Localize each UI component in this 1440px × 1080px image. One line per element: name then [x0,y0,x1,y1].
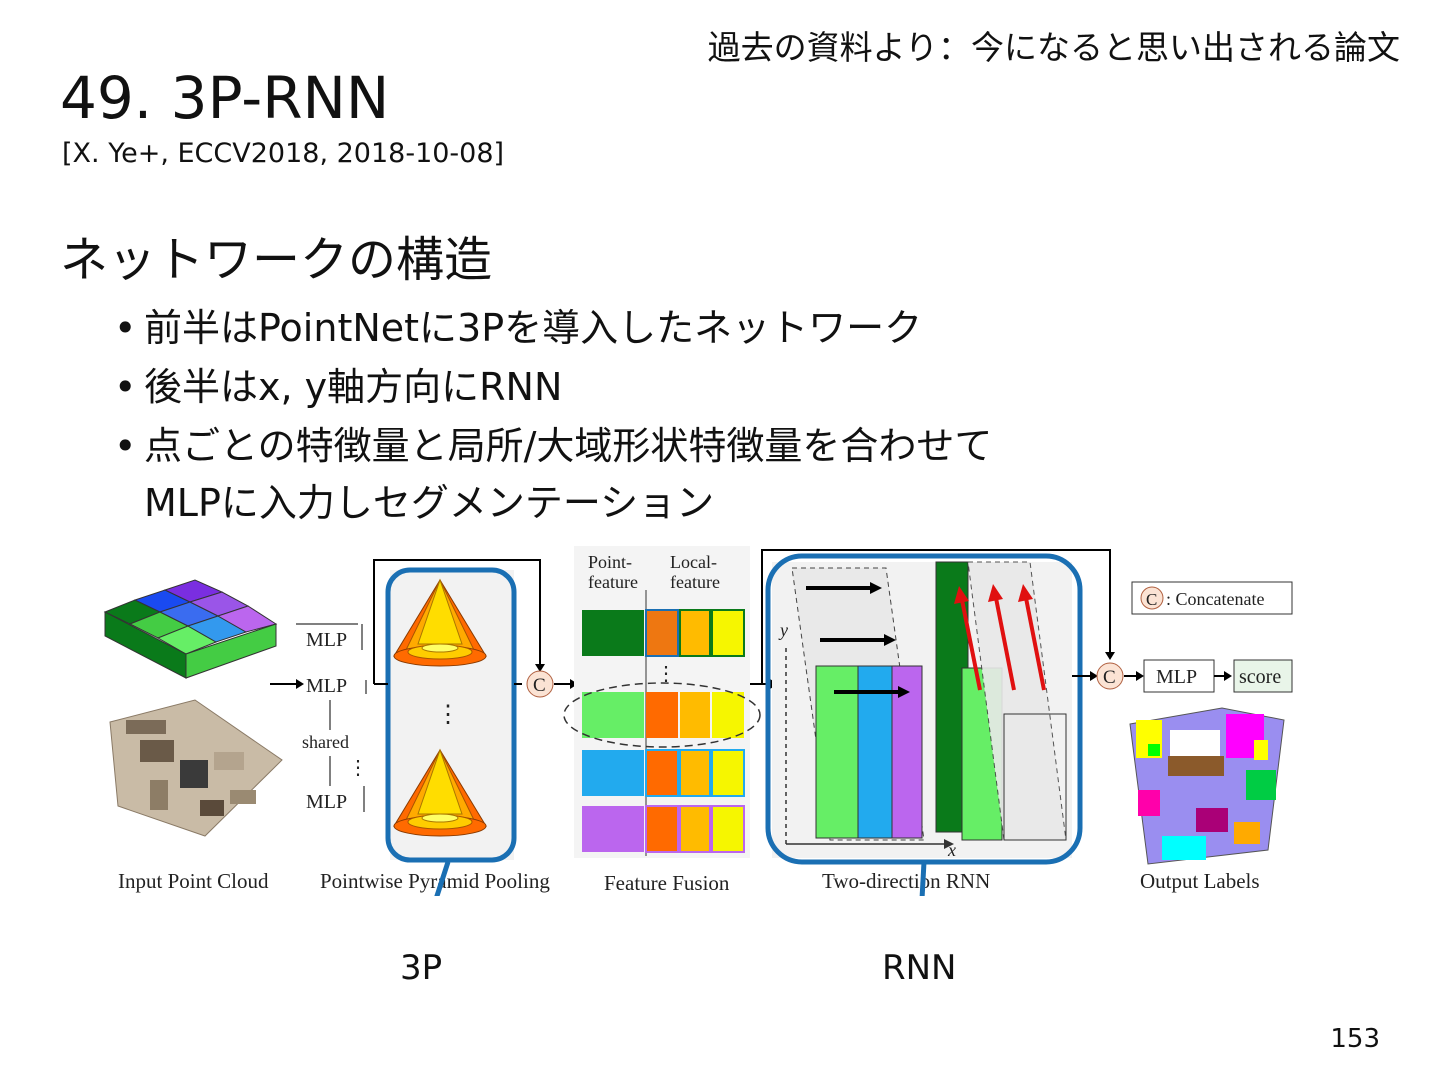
bullet-text: 前半はPointNetに3Pを導入したネットワーク [144,306,923,350]
callout-label-3p: 3P [400,948,443,988]
fusion-row-2 [582,692,744,738]
shared-mlp-column: MLP MLP shared ⋮ MLP [296,623,368,813]
mlp-label: MLP [306,675,347,697]
mlp-label: MLP [1156,666,1197,688]
bullet-item: •前半はPointNetに3Pを導入したネットワーク [112,300,1262,357]
fusion-row-1 [582,609,745,657]
fusion-row-4 [582,805,745,853]
rnn-x-direction-block [791,567,925,841]
local-feature-label-1: Local-feature [670,552,720,592]
citation: [X. Ye+, ECCV2018, 2018-10-08] [62,138,505,169]
mlp-label: MLP [306,629,347,651]
bullet-text: 後半はx, y軸方向にRNN [144,365,563,409]
point-feature-label-1: Point-feature [588,552,638,592]
ellipsis: ⋮ [436,702,460,728]
label-output-labels: Output Labels [1140,869,1260,893]
arrowhead [535,664,545,672]
callout-line-3p [434,861,451,896]
label-two-direction-rnn: Two-direction RNN [822,869,990,893]
ellipsis: ⋮ [656,663,676,685]
callout-line-rnn [919,861,927,896]
bullet-dot: • [114,365,137,409]
arrowhead [1136,671,1144,681]
pyramid-cone-bottom [393,748,487,837]
page-number: 153 [1330,1024,1380,1054]
bullet-dot: • [114,306,137,350]
shared-label: shared [302,732,349,752]
bullet-item: •点ごとの特徴量と局所/大域形状特徴量を合わせて MLPに入力しセグメンテーショ… [112,418,1262,532]
axis-y-label: y [778,620,788,640]
axis-x-label: x [947,840,956,860]
label-input-point-cloud: Input Point Cloud [118,869,269,893]
skip-connection-rnn [761,549,1111,684]
legend-concat-symbol: C [1146,590,1157,609]
legend-text: : Concatenate [1166,589,1264,609]
arrowhead [1105,652,1115,660]
input-voxel-grid [103,579,278,679]
mlp-label: MLP [306,791,347,813]
slide-title: 49. 3P-RNN [60,64,390,132]
concat-node [526,670,554,698]
concat-symbol: C [533,675,546,696]
bullet-text: 点ごとの特徴量と局所/大域形状特徴量を合わせて MLPに入力しセグメンテーション [144,424,993,525]
header-note: 過去の資料より：今になると思い出される論文 [707,28,1400,67]
label-pyramid-pooling: Pointwise Pyramid Pooling [320,869,550,893]
arrowhead [296,679,304,689]
callout-box-pyramid [385,567,517,863]
rnn-y-direction-block [935,561,1067,841]
section-heading: ネットワークの構造 [60,232,493,288]
bullet-list: •前半はPointNetに3Pを導入したネットワーク •後半はx, y軸方向にR… [112,300,1262,534]
input-room-scan [109,699,283,837]
output-segmentation [1129,707,1285,865]
legend-concat-node [1140,586,1164,610]
arrowhead [944,839,954,849]
final-mlp-box [1143,659,1215,693]
arrowhead [1090,671,1098,681]
concat-node [1096,662,1124,690]
score-box [1233,659,1293,693]
ellipsis: ⋮ [348,757,368,779]
dashed-selection-ellipse [563,682,761,748]
architecture-figure: Input Point Cloud MLP MLP shared ⋮ MLP [103,546,1293,896]
label-feature-fusion: Feature Fusion [604,871,730,895]
score-label: score [1239,666,1281,688]
bullet-item: •後半はx, y軸方向にRNN [112,359,1262,416]
bullet-dot: • [114,424,137,468]
fusion-row-3 [582,749,745,797]
skip-connection-pyramid [373,559,541,684]
concat-symbol: C [1103,667,1116,688]
callout-label-rnn: RNN [882,948,957,988]
arrowhead [1224,671,1232,681]
pyramid-cone-top [393,578,487,667]
